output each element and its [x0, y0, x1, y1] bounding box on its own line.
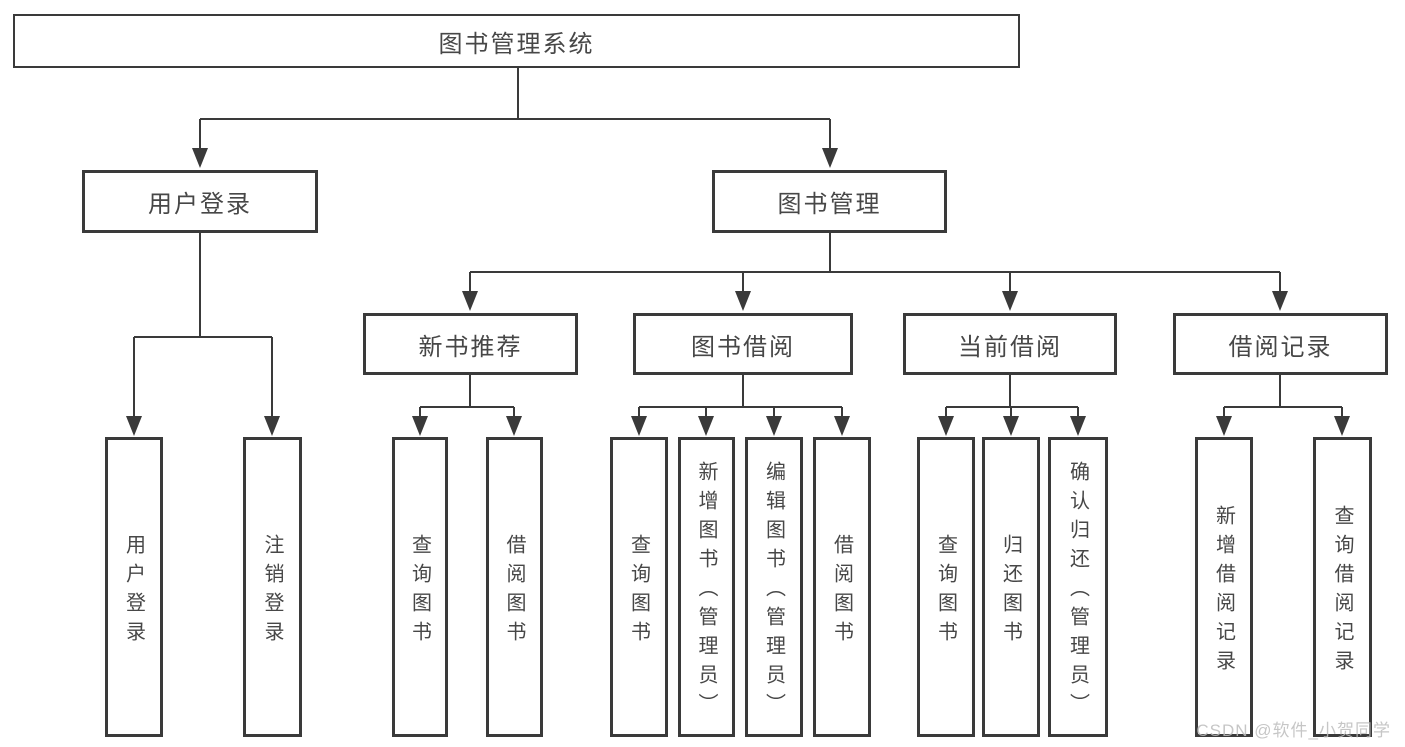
- connector-line: [1077, 407, 1079, 417]
- arrowhead-down: [506, 416, 522, 436]
- branch-user-login-label: 用户登录: [148, 191, 252, 218]
- leaf-user-login-label: 用户登录: [122, 533, 145, 650]
- arrowhead-down: [126, 416, 142, 436]
- arrowhead-down: [938, 416, 954, 436]
- leaf-confirm-return-admin-label: 确认归还（管理员）: [1066, 461, 1089, 722]
- leaf-confirm-return-admin-box: 确认归还（管理员）: [1048, 437, 1108, 737]
- arrowhead-down: [735, 291, 751, 311]
- leaf-query-books-2-box: 查询图书: [610, 437, 668, 737]
- connector-line: [945, 407, 947, 417]
- arrowhead-down: [631, 416, 647, 436]
- leaf-query-books-3-box: 查询图书: [917, 437, 975, 737]
- connector-line: [1223, 407, 1225, 417]
- connector-line: [1279, 272, 1281, 292]
- leaf-query-borrow-record-label: 查询借阅记录: [1331, 504, 1353, 679]
- leaf-add-book-admin-label: 新增图书（管理员）: [695, 461, 717, 722]
- node-borrowing-records-box: 借阅记录: [1173, 313, 1388, 375]
- connector-line: [470, 271, 1280, 273]
- connector-line: [513, 407, 515, 417]
- connector-line: [1224, 406, 1342, 408]
- leaf-query-books-1-label: 查询图书: [408, 533, 431, 650]
- arrowhead-down: [1070, 416, 1086, 436]
- connector-line: [134, 336, 272, 338]
- leaf-borrow-books-1-label: 借阅图书: [503, 533, 525, 650]
- leaf-borrow-books-2-label: 借阅图书: [830, 533, 853, 650]
- leaf-borrow-books-1-box: 借阅图书: [486, 437, 543, 737]
- leaf-user-login-box: 用户登录: [105, 437, 163, 737]
- arrowhead-down: [1003, 416, 1019, 436]
- node-current-borrowing-box: 当前借阅: [903, 313, 1117, 375]
- connector-line: [200, 118, 830, 120]
- arrowhead-down: [1272, 291, 1288, 311]
- connector-line: [705, 407, 707, 417]
- connector-line: [638, 407, 640, 417]
- root-label: 图书管理系统: [438, 30, 595, 58]
- connector-line: [841, 407, 843, 417]
- leaf-edit-book-admin-box: 编辑图书（管理员）: [745, 437, 803, 737]
- arrowhead-down: [192, 148, 208, 168]
- connector-line: [946, 406, 1078, 408]
- connector-line: [199, 233, 201, 337]
- node-book-borrowing-box: 图书借阅: [633, 313, 853, 375]
- leaf-logout-box: 注销登录: [243, 437, 302, 737]
- leaf-add-book-admin-box: 新增图书（管理员）: [678, 437, 735, 737]
- branch-user-login-box: 用户登录: [82, 170, 318, 233]
- leaf-borrow-books-2-box: 借阅图书: [813, 437, 871, 737]
- arrowhead-down: [264, 416, 280, 436]
- connector-line: [420, 406, 514, 408]
- arrowhead-down: [822, 148, 838, 168]
- leaf-return-books-label: 归还图书: [999, 533, 1022, 650]
- connector-line: [829, 119, 831, 149]
- node-borrowing-records-label: 借阅记录: [1228, 333, 1333, 361]
- leaf-edit-book-admin-label: 编辑图书（管理员）: [762, 461, 785, 722]
- connector-line: [271, 337, 273, 417]
- leaf-return-books-box: 归还图书: [982, 437, 1040, 737]
- connector-line: [773, 407, 775, 417]
- node-new-book-recommend-box: 新书推荐: [363, 313, 578, 375]
- node-new-book-recommend-label: 新书推荐: [418, 333, 523, 361]
- leaf-add-borrow-record-label: 新增借阅记录: [1212, 504, 1235, 679]
- arrowhead-down: [834, 416, 850, 436]
- arrowhead-down: [1216, 416, 1232, 436]
- csdn-watermark: CSDN @软件_小贺同学: [1196, 721, 1391, 740]
- node-book-borrowing-label: 图书借阅: [691, 333, 795, 361]
- branch-book-management-box: 图书管理: [712, 170, 947, 233]
- connector-line: [133, 337, 135, 417]
- connector-line: [639, 406, 842, 408]
- arrowhead-down: [1334, 416, 1350, 436]
- leaf-query-books-2-label: 查询图书: [627, 533, 650, 650]
- leaf-add-borrow-record-box: 新增借阅记录: [1195, 437, 1253, 737]
- connector-line: [1009, 272, 1011, 292]
- connector-line: [1010, 407, 1012, 417]
- connector-line: [1279, 375, 1281, 407]
- connector-line: [517, 68, 519, 119]
- branch-book-management-label: 图书管理: [777, 191, 882, 218]
- leaf-query-books-1-box: 查询图书: [392, 437, 448, 737]
- arrowhead-down: [766, 416, 782, 436]
- connector-line: [199, 119, 201, 149]
- leaf-query-borrow-record-box: 查询借阅记录: [1313, 437, 1372, 737]
- arrowhead-down: [1002, 291, 1018, 311]
- leaf-logout-label: 注销登录: [261, 533, 283, 650]
- arrowhead-down: [462, 291, 478, 311]
- connector-line: [742, 375, 744, 407]
- connector-line: [829, 233, 831, 272]
- root-box: 图书管理系统: [13, 14, 1020, 68]
- connector-line: [1341, 407, 1343, 417]
- node-current-borrowing-label: 当前借阅: [958, 333, 1062, 361]
- connector-line: [469, 272, 471, 292]
- connector-line: [419, 407, 421, 417]
- arrowhead-down: [698, 416, 714, 436]
- connector-line: [742, 272, 744, 292]
- leaf-query-books-3-label: 查询图书: [934, 533, 957, 650]
- arrowhead-down: [412, 416, 428, 436]
- connector-line: [469, 375, 471, 407]
- connector-line: [1009, 375, 1011, 407]
